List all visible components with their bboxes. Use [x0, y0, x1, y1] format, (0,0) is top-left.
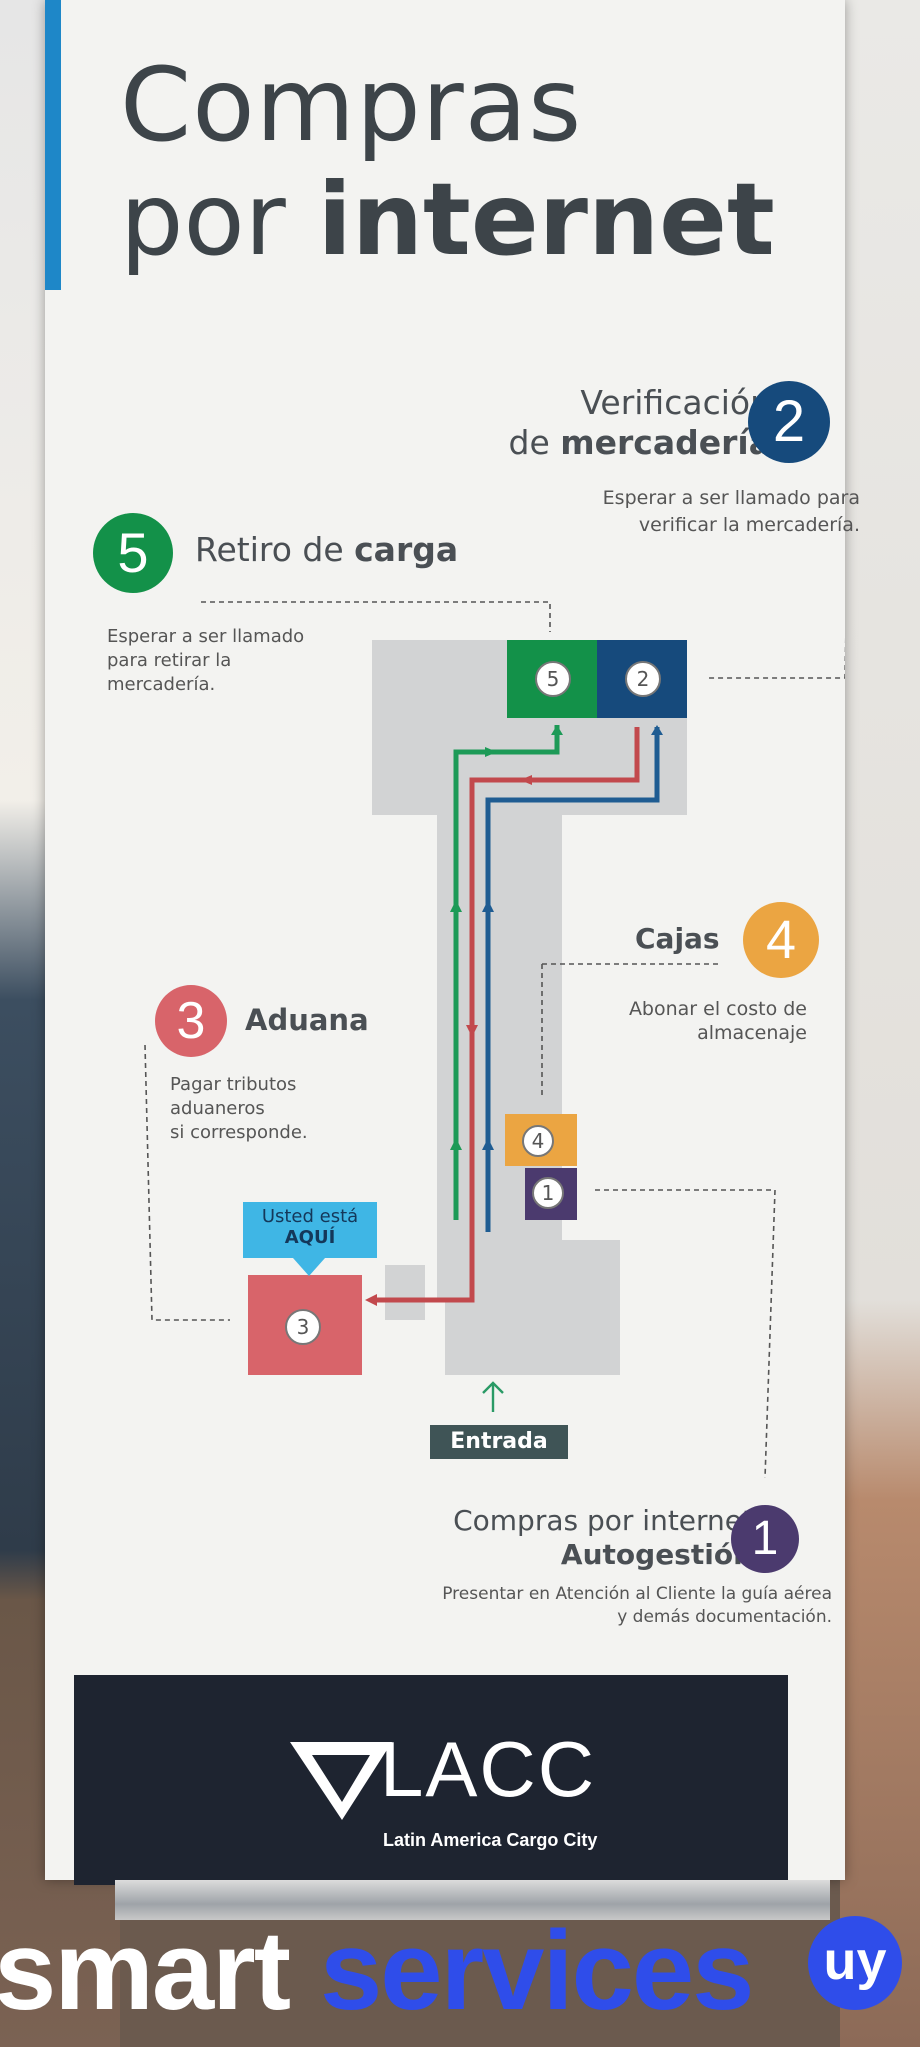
title-line2: por internet	[120, 161, 775, 278]
route-lines	[375, 725, 660, 1303]
step3-heading: Aduana	[245, 1003, 369, 1037]
route-blue	[485, 727, 660, 1232]
step1-circle: 1	[731, 1505, 799, 1573]
route-arrowheads	[365, 725, 663, 1306]
route-green	[453, 725, 560, 1220]
entrance-arrow	[482, 1381, 504, 1412]
step5-heading: Retiro de carga	[195, 530, 459, 569]
step1-heading: Compras por internet Autogestión	[453, 1504, 753, 1571]
blue-accent-bar	[45, 0, 61, 290]
map-chip-5: 5	[535, 661, 571, 697]
banner-stand	[115, 1880, 830, 1920]
brand-name: LACC	[380, 1725, 597, 1813]
background-right	[840, 0, 920, 2047]
watermark-badge: uy	[808, 1916, 902, 2010]
map-chip-2: 2	[625, 661, 661, 697]
step4-heading: Cajas	[635, 922, 720, 955]
map-chip-4: 4	[522, 1125, 554, 1157]
route-red	[375, 727, 640, 1303]
brand-tagline: Latin America Cargo City	[383, 1830, 598, 1850]
footer-band	[74, 1675, 788, 1885]
rollup-banner: Compras por internet Verificación de mer…	[45, 0, 860, 1880]
you-are-here-marker: Usted está AQUÍ	[243, 1202, 377, 1276]
step2-heading: Verificación de mercadería	[508, 383, 771, 462]
step2-circle: 2	[748, 381, 830, 463]
dashed-connectors	[144, 601, 845, 1479]
lacc-logo-icon	[290, 1742, 392, 1820]
watermark-services: services	[320, 1908, 754, 2033]
entrance-label: Entrada	[430, 1425, 568, 1459]
step1-description: Presentar en Atención al Cliente la guía…	[442, 1584, 832, 1627]
map-chip-1: 1	[532, 1177, 564, 1209]
map-chip-3: 3	[285, 1309, 321, 1345]
watermark-smart: smart	[0, 1908, 291, 2033]
step3-circle: 3	[155, 985, 227, 1057]
title-line1: Compras	[120, 46, 583, 165]
step5-circle: 5	[93, 513, 173, 593]
step4-circle: 4	[743, 902, 819, 978]
